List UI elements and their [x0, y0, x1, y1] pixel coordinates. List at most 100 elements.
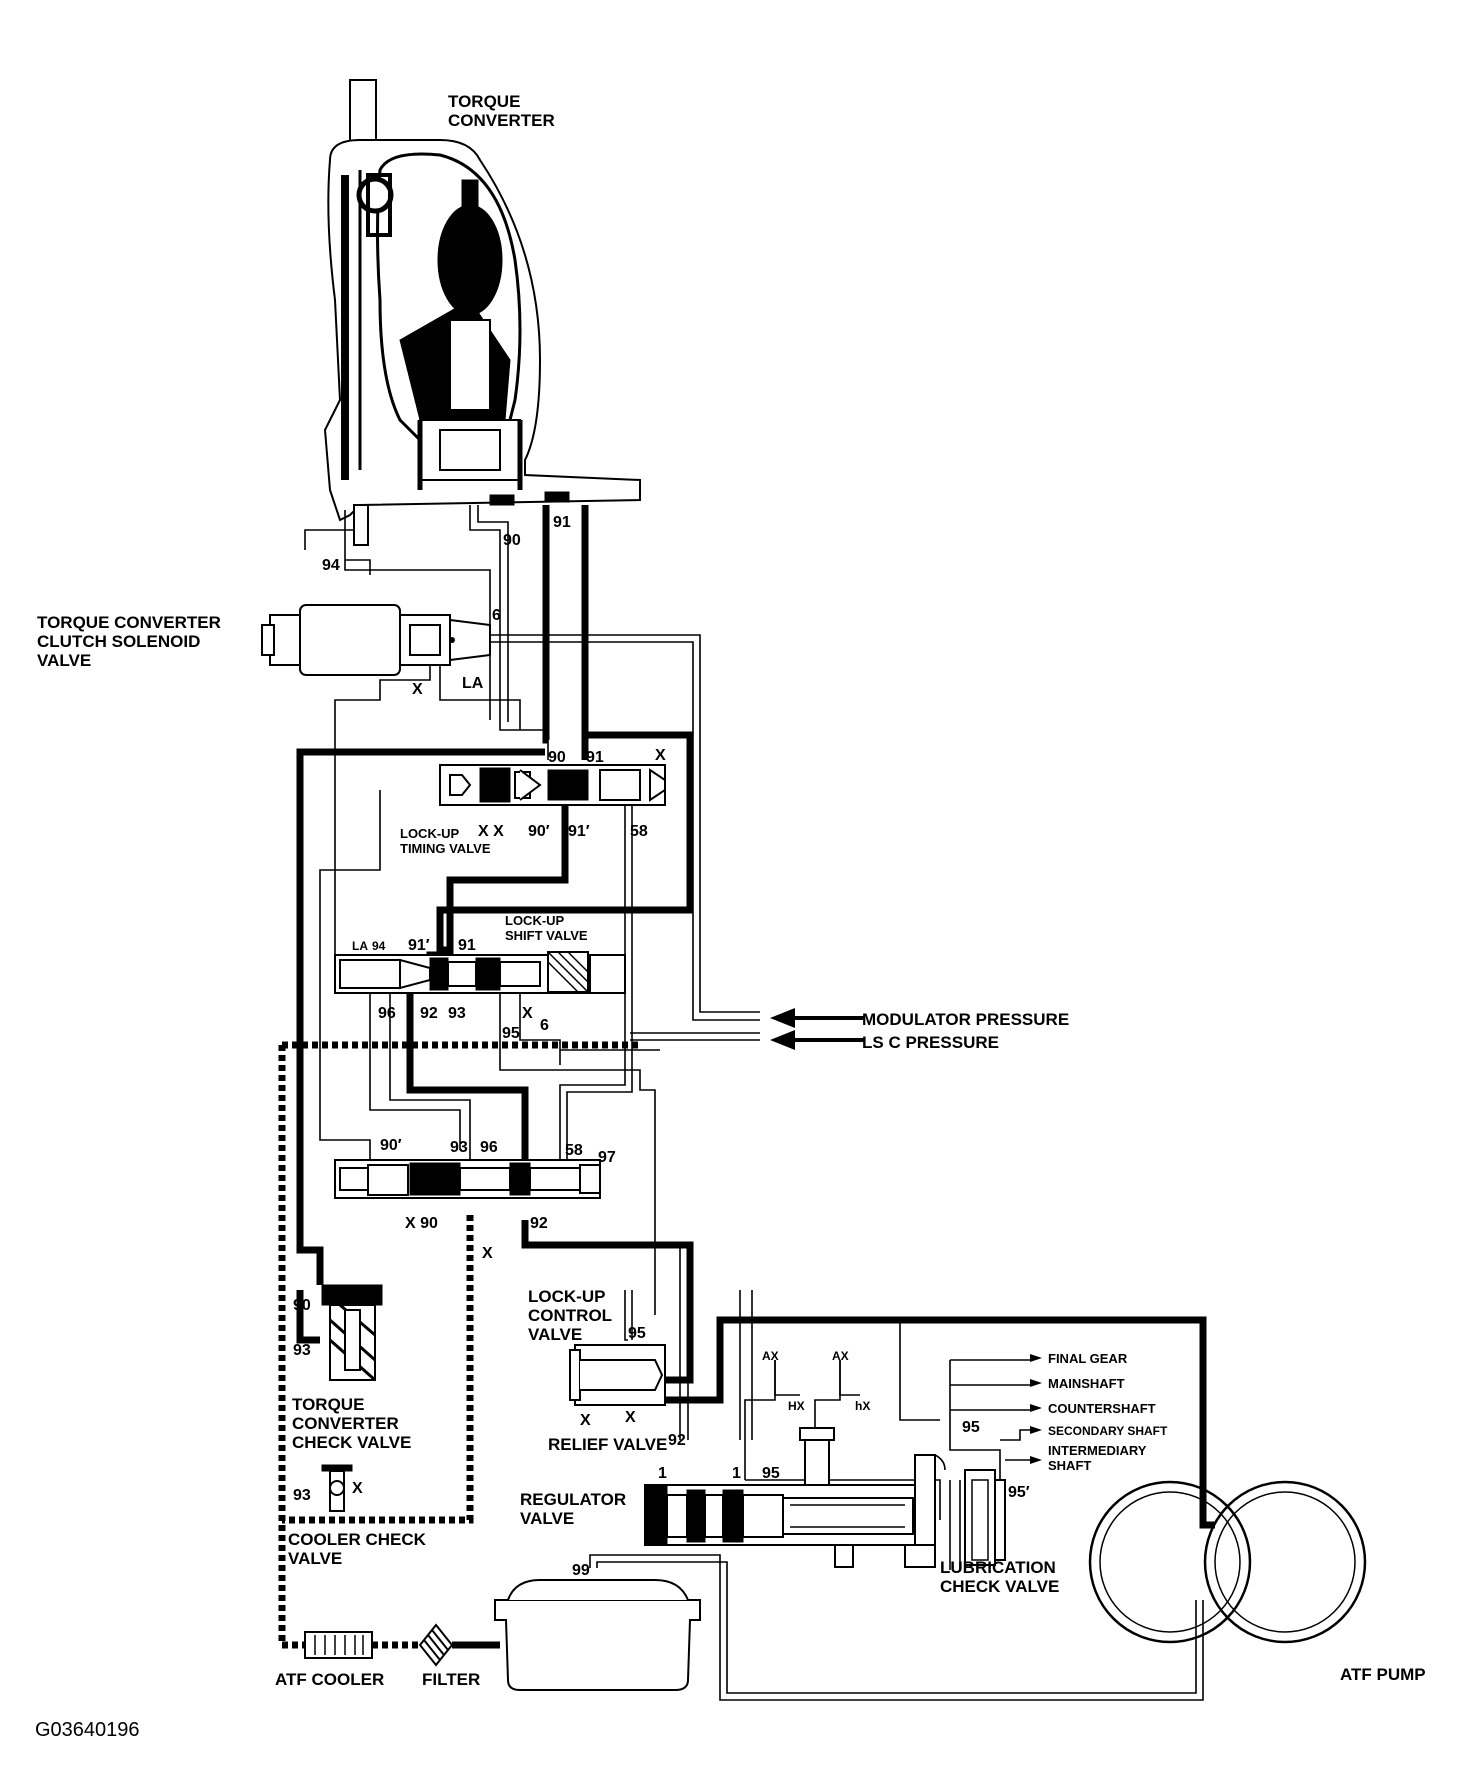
final-gear-label: FINAL GEAR	[1048, 1351, 1128, 1366]
port-la-shift: LA	[352, 939, 368, 953]
lockup-shift-label-1: LOCK-UP	[505, 913, 565, 928]
port-91p-timing: 91′	[568, 823, 590, 840]
lockup-shift-valve: LOCK-UP SHIFT VALVE LA 94 91′ 91 96 92 9…	[334, 913, 626, 1042]
lockup-control-valve: 90′ 93 96 58 97 X 90 92 X LOCK-UP CONTRO…	[334, 1137, 616, 1344]
intermediary-label-2: SHAFT	[1048, 1458, 1091, 1473]
port-91p-shift: 91′	[408, 937, 430, 954]
port-94-shift: 94	[372, 939, 386, 953]
port-92-shift: 92	[420, 1005, 438, 1022]
tc-check-label-3: CHECK VALVE	[292, 1433, 411, 1452]
port-97-ctrl: 97	[598, 1149, 616, 1166]
lockup-control-label-2: CONTROL	[528, 1306, 612, 1325]
filter: FILTER	[418, 1623, 480, 1689]
cooler-check-label-1: COOLER CHECK	[288, 1530, 427, 1549]
port-ax-1: AX	[762, 1349, 779, 1363]
port-91-shift: 91	[458, 937, 476, 954]
port-ax-2: AX	[832, 1349, 849, 1363]
port-96-shift: 96	[378, 1005, 396, 1022]
port-1-reg-a: 1	[658, 1465, 667, 1482]
port-90p-timing: 90′	[528, 823, 550, 840]
port-90-timing: 90	[548, 749, 566, 766]
port-95-lube: 95	[962, 1419, 980, 1436]
atf-cooler-label: ATF COOLER	[275, 1670, 384, 1689]
port-6-shift: 6	[540, 1017, 549, 1034]
ax-hx-ports: AX HX AX hX	[762, 1349, 870, 1413]
port-93-shift: 93	[448, 1005, 466, 1022]
port-x-cooler: X	[352, 1480, 363, 1497]
tcc-solenoid-label-1: TORQUE CONVERTER	[37, 613, 221, 632]
lockup-control-label-1: LOCK-UP	[528, 1287, 605, 1306]
port-92-ctrl: 92	[530, 1215, 548, 1232]
tcc-solenoid-label-2: CLUTCH SOLENOID	[37, 632, 200, 651]
port-96-ctrl: 96	[480, 1139, 498, 1156]
port-6-solenoid: 6	[492, 607, 501, 624]
port-x-relief-2: X	[625, 1409, 636, 1426]
lsc-pressure-label: LS C PRESSURE	[862, 1033, 999, 1052]
lubrication-label-1: LUBRICATION	[940, 1558, 1056, 1577]
port-58-ctrl: 58	[565, 1142, 583, 1159]
lockup-timing-label-2: TIMING VALVE	[400, 841, 491, 856]
torque-converter: TORQUE CONVERTER	[323, 79, 641, 522]
port-99: 99	[572, 1562, 590, 1579]
secondary-shaft-label: SECONDARY SHAFT	[1048, 1424, 1168, 1438]
torque-converter-label-1: TORQUE	[448, 92, 520, 111]
figure-id: G03640196	[35, 1719, 140, 1741]
intermediary-label-1: INTERMEDIARY	[1048, 1443, 1147, 1458]
port-1-reg-b: 1	[732, 1465, 741, 1482]
port-x90-ctrl: X 90	[405, 1215, 438, 1232]
lockup-control-label-3: VALVE	[528, 1325, 582, 1344]
port-95p-lube: 95′	[1008, 1484, 1030, 1501]
port-x-solenoid: X	[412, 681, 423, 698]
port-hx-2: hX	[855, 1399, 870, 1413]
regulator-label-1: REGULATOR	[520, 1490, 626, 1509]
relief-valve-label: RELIEF VALVE	[548, 1435, 667, 1454]
tc-check-label-2: CONVERTER	[292, 1414, 399, 1433]
countershaft-label: COUNTERSHAFT	[1048, 1401, 1156, 1416]
lubrication-circuit: 95 95′ FINAL GEAR MAINSHAFT COUNTERSHAFT…	[940, 1351, 1168, 1596]
port-la-solenoid: LA	[462, 675, 484, 692]
port-90p-ctrl: 90′	[380, 1137, 402, 1154]
port-93-cooler: 93	[293, 1487, 311, 1504]
port-93-ctrl: 93	[450, 1139, 468, 1156]
tcc-solenoid-label-3: VALVE	[37, 651, 91, 670]
mainshaft-label: MAINSHAFT	[1048, 1376, 1125, 1391]
lubrication-label-2: CHECK VALVE	[940, 1577, 1059, 1596]
port-95-shift: 95	[502, 1025, 520, 1042]
atf-pump-label: ATF PUMP	[1340, 1665, 1426, 1684]
relief-valve: 95 X X RELIEF VALVE	[548, 1325, 667, 1454]
regulator-label-2: VALVE	[520, 1509, 574, 1528]
port-95-relief: 95	[628, 1325, 646, 1342]
port-x-relief-1: X	[580, 1412, 591, 1429]
port-90-converter: 90	[503, 532, 521, 549]
tcc-solenoid-valve: TORQUE CONVERTER CLUTCH SOLENOID VALVE 6…	[37, 604, 501, 698]
filter-label: FILTER	[422, 1670, 480, 1689]
cooler-check-label-2: VALVE	[288, 1549, 342, 1568]
port-hx-1: HX	[788, 1399, 805, 1413]
tc-check-valve: 90 93 TORQUE CONVERTER CHECK VALVE	[292, 1284, 411, 1452]
port-x-ctrl: X	[482, 1245, 493, 1262]
port-xx-timing: X X	[478, 823, 504, 840]
atf-pump: ATF PUMP	[1088, 1480, 1426, 1684]
lockup-shift-label-2: SHIFT VALVE	[505, 928, 588, 943]
oil-pan: 99	[494, 1562, 701, 1691]
pressure-inputs: MODULATOR PRESSURE LS C PRESSURE	[770, 1008, 1069, 1052]
port-93-check: 93	[293, 1342, 311, 1359]
cooler-check-valve: 93 X COOLER CHECK VALVE	[288, 1464, 427, 1568]
port-58-timing: 58	[630, 823, 648, 840]
modulator-pressure-label: MODULATOR PRESSURE	[862, 1010, 1069, 1029]
regulator-valve: 92 1 1 95 REGULATOR VALVE	[520, 1427, 946, 1568]
port-91-timing: 91	[586, 749, 604, 766]
port-90-check: 90	[293, 1297, 311, 1314]
port-x-timing: X	[655, 747, 666, 764]
torque-converter-label-2: CONVERTER	[448, 111, 555, 130]
atf-cooler: ATF COOLER	[275, 1631, 384, 1689]
port-94-converter: 94	[322, 557, 340, 574]
port-x-shift: X	[522, 1005, 533, 1022]
lockup-timing-valve: LOCK-UP TIMING VALVE 90 91 X X X 90′ 91′…	[400, 747, 666, 856]
port-95-reg: 95	[762, 1465, 780, 1482]
converter-outlets: 94 90 91	[304, 504, 571, 575]
port-92-reg: 92	[668, 1432, 686, 1449]
lockup-timing-label-1: LOCK-UP	[400, 826, 460, 841]
port-91-converter: 91	[553, 514, 571, 531]
